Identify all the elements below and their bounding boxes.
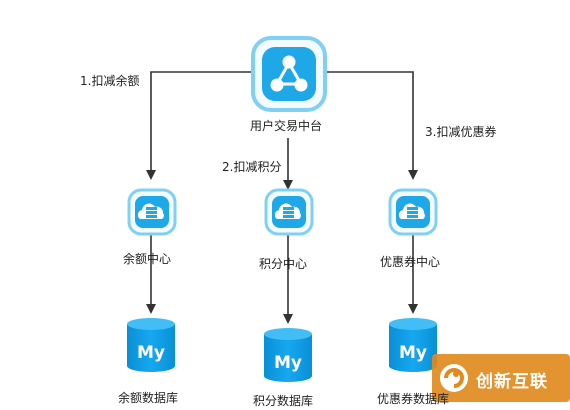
db-label-balance: 余额数据库 bbox=[118, 391, 179, 405]
edge-label-coupon: 3.扣减优惠券 bbox=[425, 125, 497, 139]
service-label-balance: 余额中心 bbox=[123, 252, 172, 266]
db-badge: My bbox=[137, 343, 165, 363]
db-badge: My bbox=[274, 353, 302, 373]
edge-label-balance: 1.扣减余额 bbox=[80, 74, 140, 88]
connectors bbox=[146, 71, 418, 324]
db-label-coupon: 优惠券数据库 bbox=[377, 392, 450, 406]
watermark-text: 创新互联 bbox=[476, 372, 548, 392]
cloud-server-icon bbox=[264, 188, 314, 236]
watermark-logo bbox=[432, 354, 570, 402]
mysql-cylinder-icon: My bbox=[127, 318, 175, 372]
mysql-cylinder-icon: My bbox=[264, 328, 312, 382]
edge-balance bbox=[146, 71, 252, 180]
db-badge: My bbox=[399, 343, 427, 363]
mysql-cylinder-icon: My bbox=[389, 318, 437, 372]
cloud-server-icon bbox=[388, 188, 438, 236]
cloud-server-icon bbox=[127, 188, 177, 236]
db-label-points: 积分数据库 bbox=[253, 394, 314, 408]
service-label-coupon: 优惠券中心 bbox=[380, 255, 441, 269]
network-hub-icon bbox=[251, 36, 327, 112]
edge-label-points: 2.扣减积分 bbox=[222, 160, 282, 174]
service-label-points: 积分中心 bbox=[259, 257, 308, 271]
hub-label: 用户交易中台 bbox=[250, 119, 323, 133]
edge-coupon bbox=[325, 71, 418, 180]
